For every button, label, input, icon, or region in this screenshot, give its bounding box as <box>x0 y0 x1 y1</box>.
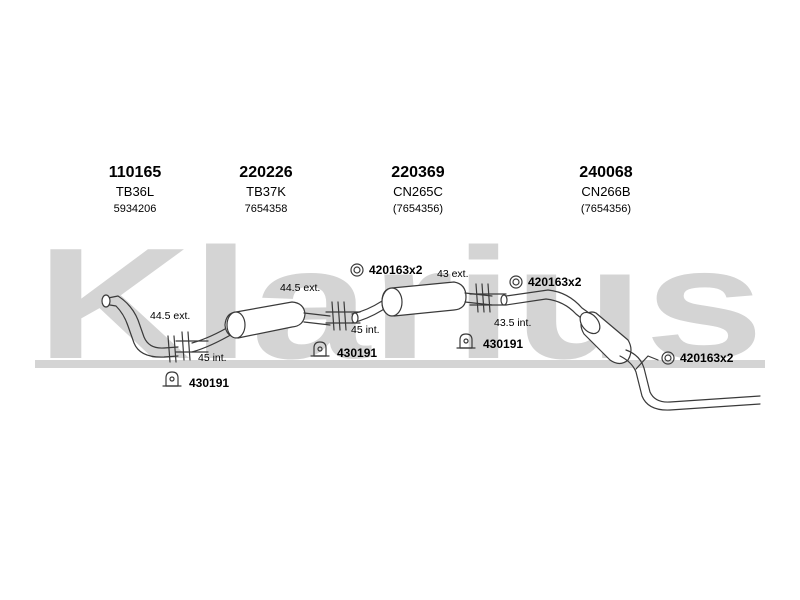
part-number: 220226 <box>239 164 293 181</box>
mount-a-label: 430191 <box>189 376 230 390</box>
clamp-b-label: 420163x2 <box>528 275 582 289</box>
part-110165: 110165 TB36L 5934206 <box>65 163 205 217</box>
part-code: TB37K <box>246 184 286 199</box>
dimension-int-2: 45 int. <box>351 324 380 336</box>
mount-c-label: 430191 <box>483 337 524 351</box>
middle-muffler-1 <box>191 301 331 353</box>
watermark-underline <box>35 360 765 368</box>
rubber-mount-c-icon <box>456 333 476 349</box>
part-code: CN266B <box>581 184 631 199</box>
part-code: TB36L <box>115 184 155 199</box>
part-number: 240068 <box>579 164 633 181</box>
part-number: 110165 <box>108 164 162 181</box>
part-240068: 240068 CN266B (7654356) <box>536 163 676 217</box>
part-220369: 220369 CN265C (7654356) <box>348 163 488 217</box>
part-ref: 5934206 <box>113 203 157 215</box>
rubber-mount-a-icon <box>162 371 182 387</box>
dimension-int-1: 45 int. <box>198 352 227 364</box>
clamp-a-label: 420163x2 <box>369 263 423 277</box>
part-ref: (7654356) <box>580 203 632 215</box>
part-220226: 220226 TB37K 7654358 <box>196 163 336 217</box>
clamp-b-icon <box>509 275 523 289</box>
dimension-ext-2: 44.5 ext. <box>280 282 321 294</box>
dimension-ext-1: 44.5 ext. <box>150 310 191 322</box>
clamp-a-icon <box>350 263 364 277</box>
clamp-c-label: 420163x2 <box>680 351 734 365</box>
mount-b-label: 430191 <box>337 346 378 360</box>
front-pipe <box>101 294 179 363</box>
middle-muffler-2 <box>351 281 493 324</box>
rear-muffler <box>500 289 761 411</box>
part-number: 220369 <box>391 164 445 181</box>
dimension-ext-3: 43 ext. <box>437 268 469 280</box>
part-ref: (7654356) <box>392 203 444 215</box>
rubber-mount-b-icon <box>310 341 330 357</box>
joint-3 <box>469 283 507 313</box>
part-code: CN265C <box>393 184 443 199</box>
dimension-int-3: 43.5 int. <box>494 317 532 329</box>
clamp-c-icon <box>661 351 675 365</box>
part-ref: 7654358 <box>244 203 288 215</box>
